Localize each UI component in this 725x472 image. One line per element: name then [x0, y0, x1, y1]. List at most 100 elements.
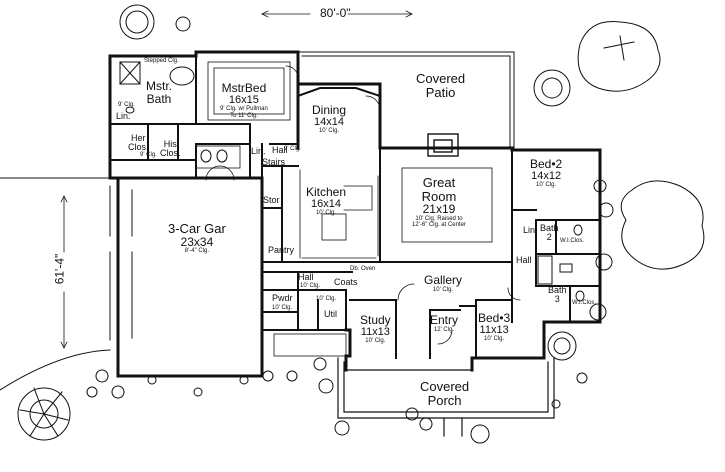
label-line: Stairs — [262, 157, 286, 167]
room-name: Great — [422, 175, 456, 190]
util-label: Util — [324, 309, 337, 319]
room-covered-patio: Covered Patio — [416, 72, 465, 99]
label-line: Pantry — [268, 245, 295, 255]
his-clos-label: His Clos. — [160, 139, 181, 159]
room-bed2: Bed•2 14x12 10' Clg. — [530, 158, 562, 189]
label-line: Clos. — [160, 148, 181, 159]
room-kitchen: Kitchen 16x14 10' Clg. — [306, 186, 346, 217]
label-line: Pwdr — [272, 293, 293, 303]
room-name-2: Room — [421, 188, 457, 204]
exterior-walls — [108, 50, 602, 378]
room-size: 11x13 — [479, 323, 509, 336]
room-ceiling: 10' Clg. — [432, 286, 454, 293]
label-line: Hall — [298, 272, 314, 282]
driveway — [0, 177, 111, 391]
width-dimension: 80'-0" — [320, 6, 351, 20]
her-clos-label: Her Clos. — [128, 133, 149, 153]
room-name: Study — [360, 313, 391, 327]
interior-walls — [109, 55, 601, 359]
wi-clos-label-2: W.I.Clos. — [572, 300, 597, 306]
label-line: Util — [324, 309, 337, 319]
counter-lines — [195, 61, 493, 357]
room-ceiling-2: To 11' Clg. — [230, 112, 258, 119]
garage-door-lines — [109, 185, 133, 341]
room-study: Study 11x13 10' Clg. — [360, 314, 391, 345]
room-entry: Entry 12' Clg. — [430, 314, 458, 333]
room-ceiling: 10' Clg. — [365, 338, 386, 345]
label-line: Bath — [548, 285, 567, 295]
room-bed3: Bed•3 11x13 10' Clg. — [478, 312, 510, 343]
room-name: Entry — [430, 313, 459, 327]
label-line: His — [163, 139, 177, 149]
hall-label-3: Hall — [516, 255, 532, 265]
room-name: Dining — [312, 103, 347, 117]
room-name: Covered — [420, 379, 470, 394]
room-ceiling: 8'-4" Clg. — [184, 248, 210, 255]
lin-label-3: Lin. — [523, 225, 538, 235]
clg-label-hall: 10' Clg. — [300, 283, 321, 289]
label-line: 3 — [554, 294, 560, 305]
room-ceiling: 10' Clg. — [536, 182, 557, 189]
room-size: 16x14 — [311, 197, 341, 210]
wi-clos-label-1: W.I.Clos. — [560, 238, 585, 244]
room-size: 14x14 — [314, 115, 344, 128]
room-covered-porch: Covered Porch — [420, 380, 469, 407]
room-size: 11x13 — [360, 325, 390, 338]
pantry-label: Pantry — [268, 245, 295, 255]
room-size: 23x34 — [180, 234, 214, 249]
bath2-label: Bath 2 — [540, 223, 559, 243]
bath-fixtures — [537, 224, 585, 302]
room-name: Bed•2 — [530, 157, 563, 171]
room-gallery: Gallery 10' Clg. — [424, 274, 462, 293]
room-size: 16x15 — [228, 93, 259, 106]
db-oven-label: Db. Oven — [350, 266, 376, 272]
room-ceiling: 10' Clg. Raised to — [415, 215, 463, 222]
room-mstr-bed: MstrBed 16x15 9' Clg. w/ Pullman To 11' … — [220, 82, 268, 119]
room-name-2: Patio — [425, 84, 456, 100]
room-ceiling-2: 12'-6" Clg. at Center — [412, 222, 466, 229]
room-name: Gallery — [424, 273, 463, 287]
clg-label-util: 10' Clg. — [316, 296, 337, 302]
room-name: Bed•3 — [478, 311, 511, 325]
room-great-room: Great Room 21x19 10' Clg. Raised to 12'-… — [412, 176, 466, 229]
room-name: 3-Car Gar — [168, 221, 226, 236]
lin-label-2: Lin. — [251, 146, 266, 156]
room-name: MstrBed — [221, 81, 267, 95]
label-line: Hall — [272, 145, 288, 155]
lin-label-1: Lin. — [116, 111, 131, 121]
room-ceiling: 10' Clg. — [315, 210, 337, 217]
hall-label-1: Hall — [272, 145, 288, 155]
room-garage: 3-Car Gar 23x34 8'-4" Clg. — [168, 222, 226, 255]
label-line: Bath — [540, 223, 559, 233]
width-dimension-line — [261, 10, 413, 18]
patio-outline — [297, 51, 515, 149]
hall-label-2: Hall — [298, 272, 314, 282]
master-bath-fixtures — [119, 61, 228, 163]
label-line: Lin. — [523, 225, 538, 235]
room-name: Mstr. — [146, 79, 172, 93]
room-ceiling: 9' Clg. w/ Pullman — [220, 106, 268, 113]
room-ceiling: 10' Clg. — [484, 336, 505, 343]
stepped-clg-label: Stepped Clg. — [144, 58, 179, 64]
room-mstr-bath: Mstr. Bath — [146, 80, 172, 105]
porch-outline — [337, 357, 555, 437]
room-name-2: Porch — [427, 392, 462, 408]
clg-label-her: 9' Clg. — [140, 152, 157, 158]
fireplace — [427, 133, 459, 157]
room-size: 14x12 — [531, 169, 562, 182]
clg-label-stairs: 9' Clg. — [284, 146, 301, 152]
room-ceiling: 10' Clg. — [318, 128, 340, 135]
room-dining: Dining 14x14 10' Clg. — [312, 104, 346, 135]
label-line: Lin. — [116, 111, 131, 121]
room-name-2: Bath — [146, 91, 172, 106]
label-line: Stor — [263, 195, 280, 205]
room-size: 21x19 — [422, 202, 456, 217]
room-ceiling: 12' Clg. — [433, 326, 455, 333]
stairs-label: Stairs — [262, 157, 286, 167]
label-line: Coats — [334, 277, 358, 287]
landscaping-trees — [17, 4, 705, 444]
bath3-label: Bath 3 — [548, 285, 567, 305]
label-line: Her — [131, 133, 146, 143]
pwdr-label: Pwdr — [272, 293, 293, 303]
